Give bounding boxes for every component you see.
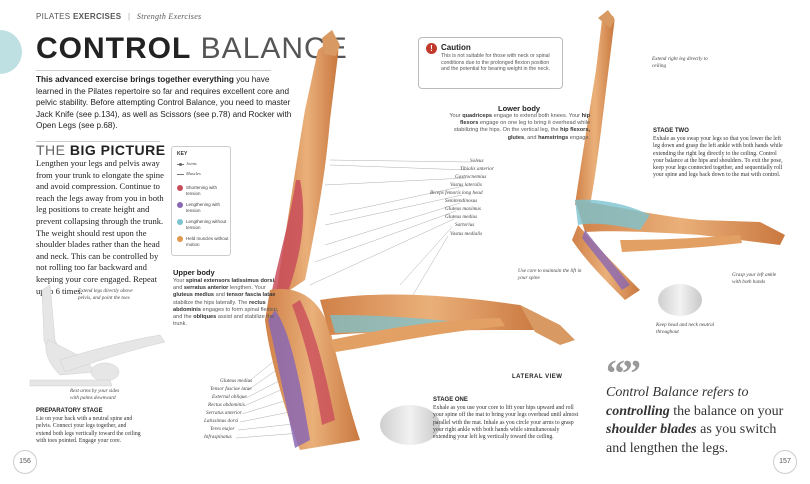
key-title: KEY <box>177 151 188 157</box>
leader-lines <box>235 159 471 439</box>
key-legend: KEY Joints Muscles Shortening with tensi… <box>171 146 231 256</box>
label-biceps-femoris: Biceps femoris long head <box>430 190 483 196</box>
prep-stage-heading: PREPARATORY STAGE <box>36 408 103 414</box>
header-section-bold: EXERCISES <box>72 12 122 21</box>
stage-two-heading: STAGE TWO <box>653 128 689 134</box>
annotation-use-core: Use core to maintain the lift in your sp… <box>518 268 582 281</box>
label-gluteus-medius: Gluteus medius <box>445 214 478 220</box>
label-gluteus-medius-left: Gluteus medius <box>220 378 253 384</box>
prep-stage-text: Lie on your back with a neutral spine an… <box>36 416 141 444</box>
annotation-rest-arms: Rest arms by your sides with palms downw… <box>70 388 120 401</box>
caution-title: Caution <box>441 43 471 52</box>
pull-quote: Control Balance refers to controlling th… <box>606 385 784 456</box>
prep-figure <box>29 284 166 387</box>
stage-two-figure <box>572 10 785 316</box>
header-subsection: Strength Exercises <box>136 12 202 21</box>
page-number-right: 157 <box>773 450 797 474</box>
label-serratus-anterior: Serratus anterior <box>206 410 242 416</box>
annotation-extend-legs: Extend legs directly above pelvis, and p… <box>78 288 133 301</box>
quote-mark-icon: “” <box>606 353 641 395</box>
label-latissimus-dorsi: Latissimus dorsi <box>204 418 239 424</box>
upper-body-text: Your spinal extensors latissimus dorsi, … <box>173 278 279 328</box>
label-soleus: Soleus <box>470 158 484 164</box>
label-tensor-fasciae-latae: Tensor fasciae latae <box>210 386 252 392</box>
caution-text: This is not suitable for those with neck… <box>441 53 551 73</box>
label-teres-major: Teres major <box>210 426 235 432</box>
upper-body-heading: Upper body <box>173 268 215 277</box>
annotation-grasp-ankle: Grasp your left ankle with both hands <box>732 272 777 285</box>
lower-body-text: Your quadriceps engage to extend both kn… <box>449 113 590 141</box>
running-header: PILATES EXERCISES | Strength Exercises <box>36 12 202 21</box>
big-picture-rule <box>36 141 160 142</box>
label-vastus-lateralis: Vastus lateralis <box>450 182 482 188</box>
decorative-circle <box>0 30 22 74</box>
header-section: PILATES <box>36 12 71 21</box>
big-picture-text: Lengthen your legs and pelvis away from … <box>36 158 164 296</box>
warning-icon: ! <box>426 43 437 54</box>
label-semitendinosus: Semitendinosus <box>445 198 478 204</box>
label-vastus-medialis: Vastus medialis <box>450 231 483 237</box>
stage-one-heading: STAGE ONE <box>433 397 468 403</box>
stage-one-text: Exhale as you use your core to lift your… <box>433 405 579 441</box>
label-gluteus-maximus: Gluteus maximus <box>445 206 481 212</box>
caution-box: ! Caution This is not suitable for those… <box>418 37 563 89</box>
label-gastrocnemius: Gastrocnemius <box>455 174 487 180</box>
title-part1: CONTROL <box>36 32 192 65</box>
page-number-left: 156 <box>13 450 37 474</box>
big-picture-heading: THE BIG PICTURE <box>36 142 166 158</box>
title-rule <box>36 70 271 71</box>
label-sartorius: Sartorius <box>455 222 475 228</box>
stage-two-text: Exhale as you swap your legs so that you… <box>653 136 783 179</box>
lateral-view-label: LATERAL VIEW <box>512 374 563 380</box>
annotation-keep-head: Keep head and neck neutral throughout <box>656 322 715 335</box>
label-rectus-abdominis: Rectus abdominis <box>208 402 245 408</box>
label-infraspinatus: Infraspinatus <box>204 434 232 440</box>
annotation-extend-right-leg: Extend right leg directly to ceiling <box>652 56 708 69</box>
main-figure <box>265 30 575 450</box>
label-tibialis-anterior: Tibialis anterior <box>460 166 494 172</box>
lower-body-heading: Lower body <box>498 104 541 113</box>
intro-paragraph: This advanced exercise brings together e… <box>36 75 292 130</box>
label-external-oblique: External oblique <box>212 394 247 400</box>
